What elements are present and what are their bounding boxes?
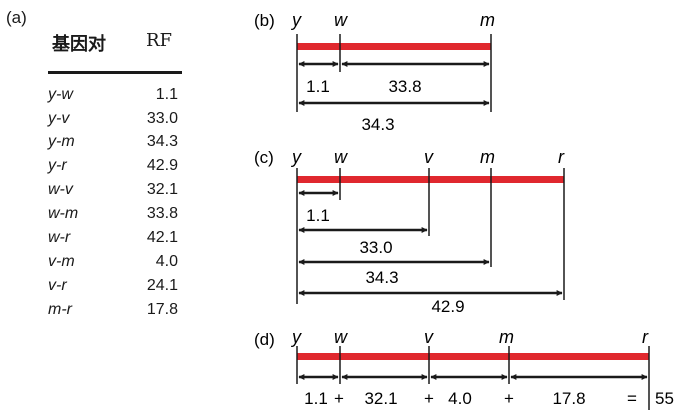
table-header-gene-pair: 基因对 xyxy=(52,34,106,55)
table-row: w-r 42.1 xyxy=(48,229,178,251)
distance-label: 1.1 xyxy=(306,77,330,96)
gene-pair: y-r xyxy=(48,157,67,174)
plus-sign: + xyxy=(334,389,344,408)
gene-label-r: r xyxy=(558,147,565,167)
table-row: w-v 32.1 xyxy=(48,181,178,203)
rf-value: 33.8 xyxy=(146,205,178,222)
distance-label: 1.1 xyxy=(304,389,328,408)
distance-label: 34.3 xyxy=(365,268,398,287)
gene-pair: w-r xyxy=(48,229,71,246)
table-header-rf: RF xyxy=(146,30,173,51)
chromosome-bar xyxy=(297,353,649,360)
distance-label: 1.1 xyxy=(306,206,330,225)
gene-label-y: y xyxy=(290,327,302,347)
distance-label: 32.1 xyxy=(364,389,397,408)
gene-label-w: w xyxy=(334,327,348,347)
distance-label: 4.0 xyxy=(448,389,472,408)
panel-a-label: (a) xyxy=(6,8,27,27)
table-row: y-r 42.9 xyxy=(48,157,178,179)
panel-b-label: (b) xyxy=(254,11,275,30)
rf-value: 34.3 xyxy=(146,133,178,150)
rf-value: 42.9 xyxy=(146,157,178,174)
gene-label-m: m xyxy=(480,147,495,167)
panel-c-label: (c) xyxy=(254,148,274,167)
rf-value: 1.1 xyxy=(155,86,178,103)
table-row: y-m 34.3 xyxy=(48,133,178,155)
chromosome-bar xyxy=(297,176,564,183)
rf-value: 17.8 xyxy=(146,301,178,318)
distance-label: 17.8 xyxy=(552,389,585,408)
gene-label-m: m xyxy=(480,10,495,30)
equals-sign: = xyxy=(627,389,637,408)
chromosome-bar xyxy=(297,43,491,50)
total-distance: 55 xyxy=(655,389,674,408)
table-header-rule xyxy=(48,71,182,74)
table-row: y-w 1.1 xyxy=(48,86,178,108)
gene-label-v: v xyxy=(424,147,434,167)
panel-d-label: (d) xyxy=(254,330,275,349)
gene-label-r: r xyxy=(642,327,649,347)
gene-label-v: v xyxy=(424,327,434,347)
gene-pair: w-v xyxy=(48,181,73,198)
table-row: y-v 33.0 xyxy=(48,110,178,132)
gene-pair: v-r xyxy=(48,277,67,294)
table-row: v-m 4.0 xyxy=(48,253,178,275)
gene-pair: y-v xyxy=(48,110,70,127)
gene-label-w: w xyxy=(334,147,348,167)
distance-label: 33.0 xyxy=(359,238,392,257)
table-row: w-m 33.8 xyxy=(48,205,178,227)
gene-label-y: y xyxy=(290,147,302,167)
rf-value: 42.1 xyxy=(146,229,178,246)
rf-value: 24.1 xyxy=(146,277,178,294)
gene-label-y: y xyxy=(290,10,302,30)
rf-value: 33.0 xyxy=(146,110,178,127)
gene-pair: w-m xyxy=(48,205,79,222)
distance-label: 34.3 xyxy=(361,115,394,134)
gene-label-m: m xyxy=(499,327,514,347)
gene-label-w: w xyxy=(334,10,348,30)
gene-pair: m-r xyxy=(48,301,72,318)
rf-value: 32.1 xyxy=(146,181,178,198)
gene-pair: v-m xyxy=(48,253,75,270)
gene-pair: y-w xyxy=(48,86,73,103)
distance-label: 42.9 xyxy=(431,297,464,316)
gene-pair: y-m xyxy=(48,133,75,150)
rf-value: 4.0 xyxy=(155,253,178,270)
table-row: v-r 24.1 xyxy=(48,277,178,299)
distance-label: 33.8 xyxy=(388,77,421,96)
plus-sign: + xyxy=(424,389,434,408)
plus-sign: + xyxy=(504,389,514,408)
table-row: m-r 17.8 xyxy=(48,301,178,323)
